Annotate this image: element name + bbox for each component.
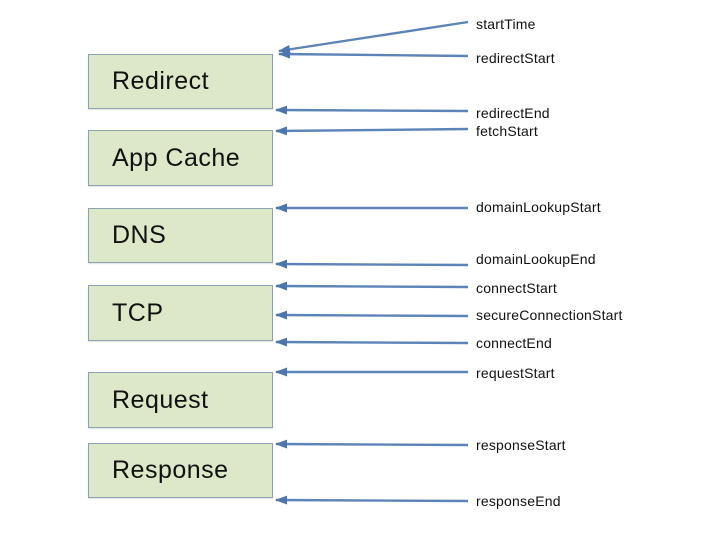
arrow-redirectStart xyxy=(278,49,469,59)
event-label-connectStart: connectStart xyxy=(476,280,557,296)
event-label-secureConnectionStart: secureConnectionStart xyxy=(476,307,623,323)
arrow-secureConnectionStart xyxy=(275,310,469,320)
arrow-domainLookupEnd xyxy=(275,259,469,269)
phase-box-label: App Cache xyxy=(112,143,241,172)
phase-box-redirect: Redirect xyxy=(88,54,273,109)
event-label-fetchStart: fetchStart xyxy=(476,123,538,139)
phase-box-label: DNS xyxy=(112,221,167,249)
event-label-domainLookupStart: domainLookupStart xyxy=(476,199,601,215)
event-label-responseStart: responseStart xyxy=(476,437,566,453)
phase-box-label: TCP xyxy=(112,298,164,327)
event-label-requestStart: requestStart xyxy=(476,365,555,381)
event-label-redirectStart: redirectStart xyxy=(476,50,555,66)
arrow-responseEnd xyxy=(275,495,469,505)
phase-box-label: Redirect xyxy=(112,67,210,95)
phase-box-dns: DNS xyxy=(88,208,273,263)
phase-box-tcp: TCP xyxy=(88,285,273,341)
arrow-connectStart xyxy=(275,281,469,291)
event-label-connectEnd: connectEnd xyxy=(476,335,552,351)
phase-box-app-cache: App Cache xyxy=(88,130,273,186)
phase-box-label: Request xyxy=(112,385,209,414)
arrow-redirectEnd xyxy=(275,105,469,115)
phase-box-response: Response xyxy=(88,443,273,498)
event-label-domainLookupEnd: domainLookupEnd xyxy=(476,251,596,267)
arrow-startTime xyxy=(278,20,469,54)
phase-box-label: Response xyxy=(112,456,229,484)
arrow-responseStart xyxy=(275,439,469,449)
event-label-redirectEnd: redirectEnd xyxy=(476,105,550,121)
event-label-startTime: startTime xyxy=(476,16,536,32)
arrow-fetchStart xyxy=(275,126,469,136)
phase-box-request: Request xyxy=(88,372,273,428)
arrow-connectEnd xyxy=(275,337,469,347)
event-label-responseEnd: responseEnd xyxy=(476,493,561,509)
